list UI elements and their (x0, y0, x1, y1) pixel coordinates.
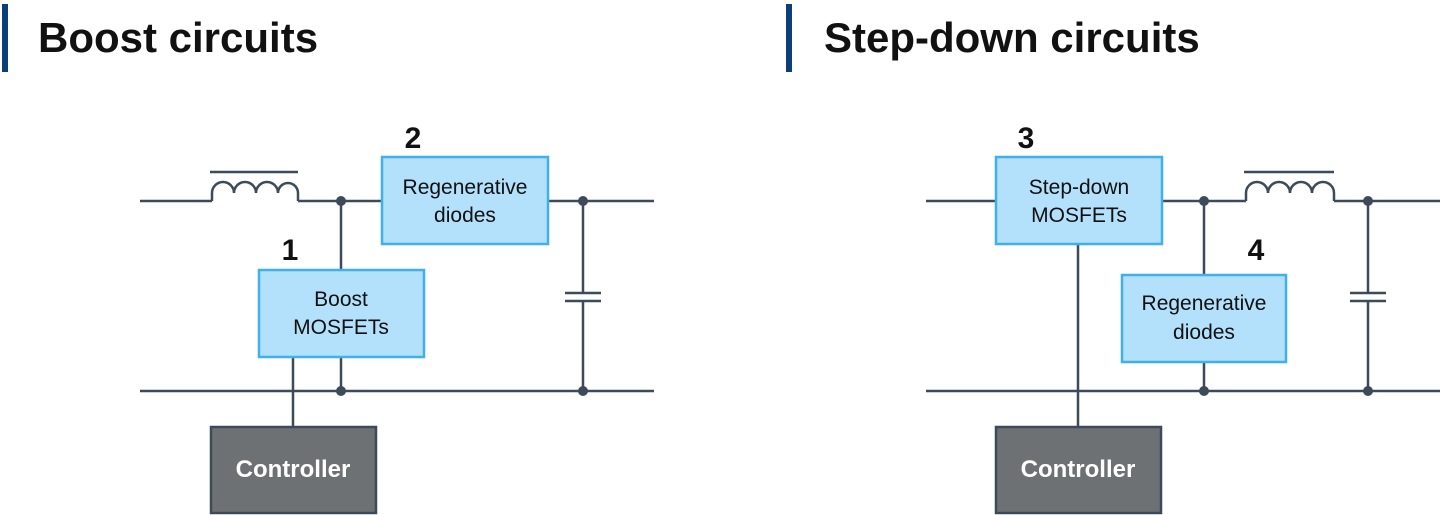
boost-diode-label-line1: Regenerative (403, 176, 528, 199)
boost-node-bottom (336, 386, 346, 396)
stepdown-controller-label: Controller (1021, 456, 1136, 483)
stepdown-diode-label-line1: Regenerative (1142, 292, 1267, 315)
stepdown-regenerative-diodes-block (1120, 273, 1288, 364)
stepdown-callout-3: 3 (1018, 122, 1035, 155)
stepdown-inductor-icon (1244, 170, 1336, 201)
boost-circuit-panel: Boost circuits Regenerative dio (2, 4, 654, 515)
boost-controller-block (209, 425, 378, 515)
boost-controller-label: Controller (236, 456, 351, 483)
stepdown-mosfet-label-line1: Step-down (1029, 176, 1129, 199)
stepdown-title: Step-down circuits (824, 14, 1200, 61)
boost-mosfet-label-line1: Boost (314, 288, 368, 311)
boost-mosfet-label-line2: MOSFETs (293, 316, 389, 339)
boost-callout-1: 1 (282, 234, 299, 267)
boost-diode-label-line2: diodes (434, 204, 496, 227)
stepdown-capacitor-icon (1350, 201, 1386, 391)
stepdown-controller-block (994, 425, 1163, 515)
boost-regenerative-diodes-block (380, 155, 550, 246)
stepdown-title-accent-bar (786, 4, 792, 72)
stepdown-mosfets-block (994, 155, 1164, 246)
stepdown-circuit-panel: Step-down circuits Step-down (720, 0, 1440, 515)
stepdown-mosfet-label-line2: MOSFETs (1031, 204, 1127, 227)
stepdown-diode-label-line2: diodes (1173, 321, 1235, 344)
boost-callout-2: 2 (405, 122, 422, 155)
stepdown-circuit-diagram: Step-down MOSFETs Regenerative diodes 3 … (926, 122, 1440, 515)
stepdown-callout-4: 4 (1248, 234, 1265, 267)
boost-circuit-diagram: Regenerative diodes Boost MOSFETs 2 1 Co… (140, 122, 654, 515)
boost-mosfets-block (257, 268, 426, 359)
boost-inductor-icon (210, 170, 300, 201)
boost-title: Boost circuits (38, 14, 319, 61)
stepdown-node-bottom (1199, 386, 1209, 396)
boost-title-accent-bar (2, 4, 8, 72)
boost-capacitor-icon (565, 201, 601, 391)
